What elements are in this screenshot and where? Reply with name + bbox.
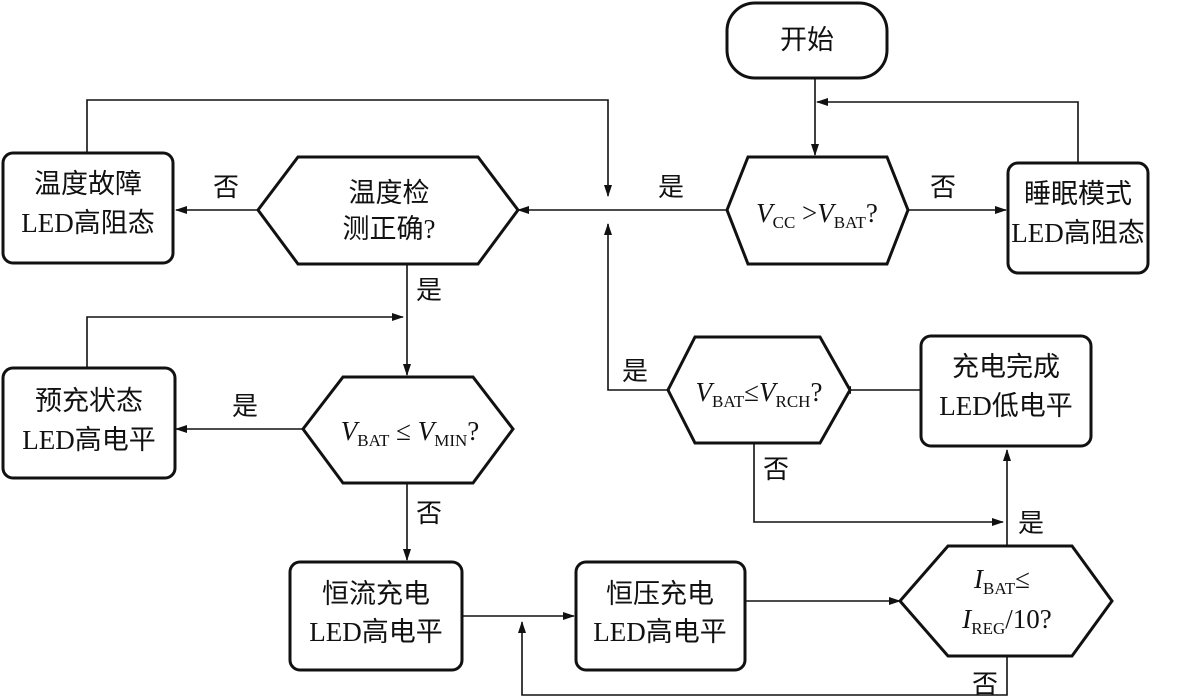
edge-label-yes-ibat: 是 xyxy=(1018,509,1044,538)
edge-label-yes-temp: 是 xyxy=(416,276,442,305)
node-done-line2: LED低电平 xyxy=(939,391,1072,421)
edge-label-no-ibat: 否 xyxy=(972,670,998,699)
edge-label-no-vmin: 否 xyxy=(416,499,442,528)
node-cc-line1: 恒流充电 xyxy=(322,579,430,609)
decision-vbat-le-vmin: VBAT ≤ VMIN? xyxy=(301,375,515,485)
edge-ibat-no xyxy=(518,621,1008,696)
edge-label-yes-vcc: 是 xyxy=(658,173,684,202)
node-sleep-mode: 睡眠模式 LED高阻态 xyxy=(1006,161,1150,275)
edge-precharge-loop xyxy=(86,313,404,368)
decision-vbat-le-vrch: VBAT≤VRCH? xyxy=(666,335,852,445)
edge-labels: 是 否 否 是 是 否 是 否 是 否 xyxy=(213,173,1044,699)
node-cv-line1: 恒压充电 xyxy=(606,579,714,609)
edge-vrch-yes xyxy=(604,223,668,391)
edge-vrch-no xyxy=(753,443,1004,526)
decision-vcc-gt-vbat: VCC >VBAT? xyxy=(725,155,910,266)
edge-sleep-loop xyxy=(816,98,1079,163)
edge-fault-loop xyxy=(86,99,612,197)
edge-label-yes-vrch: 是 xyxy=(622,357,648,386)
decision-ibat-line1: IBAT≤ xyxy=(973,564,1030,598)
node-temp-fault: 温度故障 LED高阻态 xyxy=(1,151,175,265)
edges xyxy=(86,78,1079,696)
node-cv-line2: LED高电平 xyxy=(593,617,726,647)
edge-label-no-vrch: 否 xyxy=(763,455,789,484)
node-start: 开始 xyxy=(725,1,889,80)
node-sleep-line1: 睡眠模式 xyxy=(1024,179,1132,209)
node-start-label: 开始 xyxy=(780,25,834,55)
edge-label-no-temp: 否 xyxy=(213,173,239,202)
node-temp-fault-line2: LED高阻态 xyxy=(21,208,154,238)
decision-vmin-label: VBAT ≤ VMIN? xyxy=(341,416,480,450)
decision-vrch-label: VBAT≤VRCH? xyxy=(696,377,823,411)
edge-label-yes-vmin: 是 xyxy=(232,392,258,421)
node-precharge: 预充状态 LED高电平 xyxy=(1,366,177,480)
node-cc-line2: LED高电平 xyxy=(309,617,442,647)
decision-vcc-label: VCC >VBAT? xyxy=(756,198,878,232)
node-precharge-line2: LED高电平 xyxy=(22,425,155,455)
node-charge-done: 充电完成 LED低电平 xyxy=(919,334,1093,448)
node-cc-charge: 恒流充电 LED高电平 xyxy=(288,560,464,672)
node-cv-charge: 恒压充电 LED高电平 xyxy=(574,560,747,672)
node-temp-fault-line1: 温度故障 xyxy=(34,169,142,199)
decision-temp-line2: 测正确? xyxy=(343,214,436,244)
decision-temp-line1: 温度检 xyxy=(349,178,430,208)
node-precharge-line1: 预充状态 xyxy=(35,386,143,416)
decision-temp-check: 温度检 测正确? xyxy=(256,155,520,266)
decision-ibat-le-ireg: IBAT≤ IREG/10? xyxy=(898,544,1114,658)
decision-ibat-line2: IREG/10? xyxy=(961,604,1052,638)
node-sleep-line2: LED高阻态 xyxy=(1011,218,1144,248)
edge-label-no-vcc: 否 xyxy=(930,173,956,202)
node-done-line1: 充电完成 xyxy=(952,352,1060,382)
